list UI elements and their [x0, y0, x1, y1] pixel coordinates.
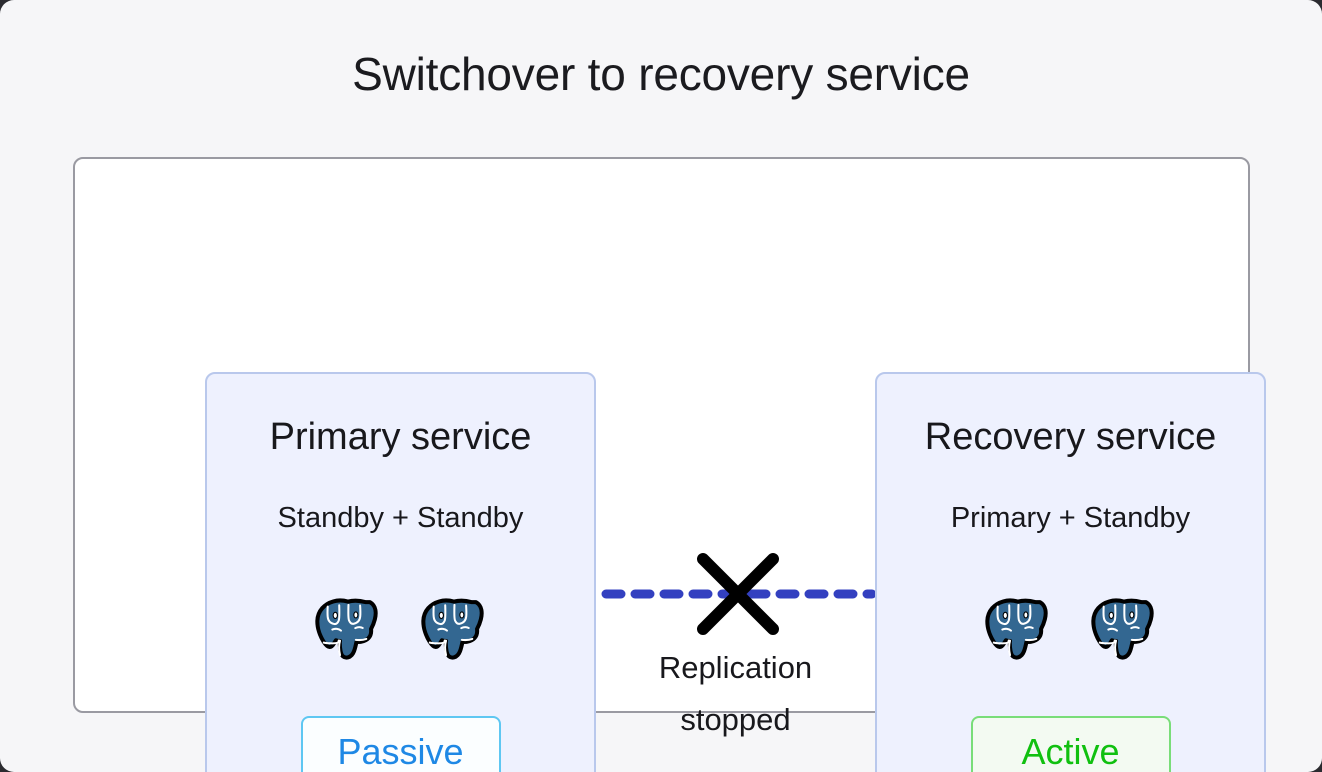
- replication-link: Replication stopped: [596, 539, 877, 759]
- postgresql-elephant-icon: [314, 598, 378, 660]
- panel-title-recovery: Recovery service: [924, 416, 1217, 458]
- replication-label-line-1: Replication: [658, 650, 813, 685]
- panel-title-primary: Primary service: [269, 416, 532, 458]
- cross-mark-icon: [697, 553, 779, 635]
- status-badge-passive[interactable]: Passive: [300, 716, 501, 772]
- status-badge-active[interactable]: Active: [970, 716, 1171, 772]
- node-row-recovery: [877, 592, 1264, 668]
- postgresql-elephant-icon: [984, 598, 1048, 660]
- diagram-frame: Primary service Standby + Standby: [73, 157, 1266, 772]
- page-title: Switchover to recovery service: [352, 48, 970, 100]
- service-panel-recovery[interactable]: Recovery service Primary + Standby: [875, 372, 1266, 772]
- postgresql-elephant-icon: [420, 598, 484, 660]
- postgresql-elephant-icon: [1090, 598, 1154, 660]
- replication-line-graphic: [601, 553, 877, 635]
- replication-label-line-2: stopped: [680, 702, 791, 737]
- service-panel-primary[interactable]: Primary service Standby + Standby: [205, 372, 596, 772]
- panel-subtitle-recovery: Primary + Standby: [950, 502, 1191, 534]
- panel-subtitle-primary: Standby + Standby: [277, 502, 524, 534]
- replication-status-label: Replication stopped: [596, 642, 875, 746]
- node-row-primary: [207, 592, 594, 668]
